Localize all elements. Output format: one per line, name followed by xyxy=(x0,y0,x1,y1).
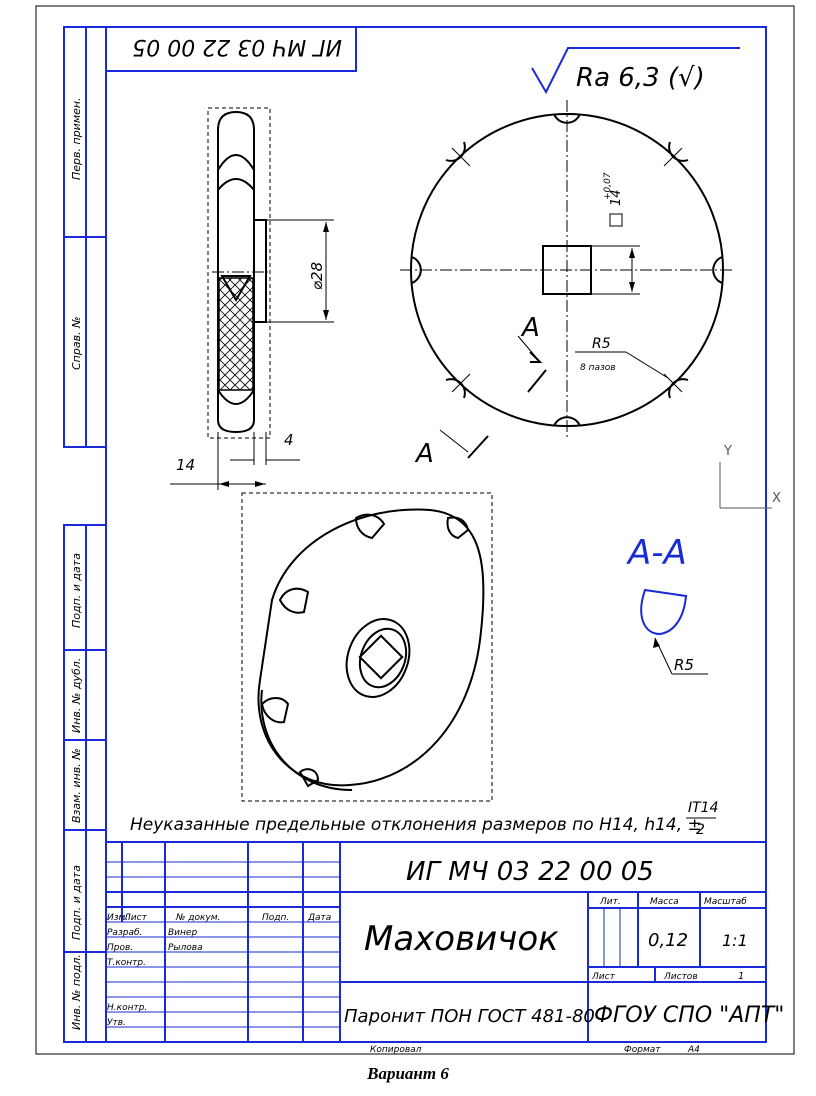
note-text: Неуказанные предельные отклонения размер… xyxy=(130,815,702,835)
tb-masshtab: Масштаб xyxy=(704,897,747,907)
side-perv-primen: Перв. примен. xyxy=(70,97,83,180)
isometric-view xyxy=(241,492,493,802)
tb-nkontr: Н.контр. xyxy=(107,1003,147,1013)
section-letter-2: A xyxy=(414,439,434,469)
tb-listov-label: Листов xyxy=(663,972,698,982)
axes-indicator: Y X xyxy=(719,444,781,509)
tb-format-label: Формат xyxy=(624,1045,661,1055)
tb-col-data: Дата xyxy=(307,913,331,923)
tb-col-ndokum: № докум. xyxy=(175,913,220,923)
radius-count: 8 пазов xyxy=(580,363,616,373)
roughness-symbol: Ra 6,3 (√) xyxy=(531,47,740,95)
axis-y: Y xyxy=(723,444,732,459)
tolerance-note: Неуказанные предельные отклонения размер… xyxy=(130,800,719,838)
side-stamp: Перв. примен. Справ. № Подп. и дата Инв.… xyxy=(63,26,107,1043)
section-aa: А-А R5 xyxy=(626,533,708,675)
tb-code: ИГ МЧ 03 22 00 05 xyxy=(406,857,654,887)
side-sprav: Справ. № xyxy=(70,316,83,370)
side-view: ⌀28 4 14 xyxy=(170,107,334,490)
dim-square-tol: +0,07 xyxy=(603,172,613,200)
note-num: IT14 xyxy=(688,800,719,816)
tb-material: Паронит ПОН ГОСТ 481-80 xyxy=(344,1006,595,1027)
tb-prov: Пров. xyxy=(107,943,133,953)
tb-prov-name: Рылова xyxy=(168,943,203,953)
tb-massa: Масса xyxy=(650,897,679,907)
tb-lit: Лит. xyxy=(599,897,621,907)
side-inv-podl: Инв. № подл. xyxy=(70,954,83,1030)
dim-square: 14 xyxy=(609,189,624,206)
tb-col-list: Лист xyxy=(123,913,148,923)
tb-kopiroval: Копировал xyxy=(370,1045,422,1055)
radius-label: R5 xyxy=(592,336,611,352)
side-podp-data-1: Подп. и дата xyxy=(70,553,83,628)
square-symbol xyxy=(609,213,623,227)
dim-diameter: ⌀28 xyxy=(308,262,326,290)
tb-razrab: Разраб. xyxy=(107,928,142,938)
variant-caption: Вариант 6 xyxy=(367,1064,449,1083)
roughness-text: Ra 6,3 (√) xyxy=(576,63,705,93)
dim-4: 4 xyxy=(284,431,294,449)
front-view: 14 +0,07 R5 8 пазов A A xyxy=(400,100,735,469)
side-inv-dubl: Инв. № дубл. xyxy=(70,658,83,733)
axis-x: X xyxy=(772,491,781,506)
tb-razrab-name: Винер xyxy=(168,928,197,938)
tb-list-label: Лист xyxy=(591,972,616,982)
tb-massa-val: 0,12 xyxy=(648,930,688,951)
tb-tkontr: Т.контр. xyxy=(107,958,146,968)
dim-14-width: 14 xyxy=(176,456,195,474)
tb-listov-val: 1 xyxy=(738,971,744,982)
tb-col-podp: Подп. xyxy=(262,913,289,923)
tb-col-izm: Изм. xyxy=(107,913,128,923)
rotated-code: ИГ МЧ 03 22 00 05 xyxy=(132,34,342,59)
sheet-edge xyxy=(35,5,795,1055)
section-title: А-А xyxy=(626,533,687,573)
rotated-code-box: ИГ МЧ 03 22 00 05 xyxy=(105,26,357,72)
section-letter-1: A xyxy=(520,313,540,343)
tb-name: Маховичок xyxy=(364,919,559,959)
side-vzam-inv: Взам. инв. № xyxy=(70,748,83,823)
tb-format-val: А4 xyxy=(687,1045,700,1055)
title-block: ИГ МЧ 03 22 00 05 Маховичок Паронит ПОН … xyxy=(105,841,784,1055)
side-podp-data-2: Подп. и дата xyxy=(70,865,83,940)
tb-org: ФГОУ СПО "АПТ" xyxy=(594,1003,784,1028)
tb-masshtab-val: 1:1 xyxy=(722,931,748,950)
section-radius: R5 xyxy=(674,656,694,674)
note-den: 2 xyxy=(696,822,705,838)
tb-utv: Утв. xyxy=(107,1018,126,1028)
